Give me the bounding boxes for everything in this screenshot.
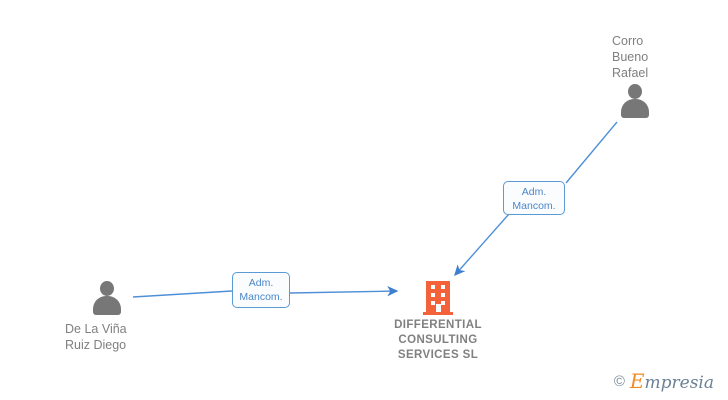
- person-body-shape: [93, 296, 121, 315]
- building-window: [431, 293, 435, 297]
- building-window: [441, 285, 445, 289]
- building-icon: [423, 281, 453, 315]
- building-window: [441, 301, 445, 305]
- person-icon: [88, 281, 126, 315]
- person-head-shape: [628, 84, 642, 99]
- relation-badge-right-line2: Mancom.: [512, 200, 556, 212]
- edge-right-person-to-company: [454, 121, 618, 277]
- person-icon: [616, 84, 654, 118]
- person-right-name-line3: Rafael: [612, 66, 649, 80]
- brand-initial: E: [629, 369, 645, 393]
- edge-left-person-to-company: [132, 286, 399, 298]
- company-name-line1: DIFFERENTIAL: [394, 319, 482, 331]
- relation-badge-left-line1: Adm.: [248, 277, 274, 289]
- building-base-shape: [423, 312, 453, 315]
- brand-rest: mpresia: [644, 373, 715, 393]
- relation-badge-left[interactable]: Adm. Mancom.: [232, 272, 290, 308]
- building-door: [436, 304, 441, 312]
- relation-badge-right[interactable]: Adm. Mancom.: [503, 181, 565, 215]
- brand-wordmark: Empresia: [630, 371, 714, 392]
- person-head-shape: [100, 281, 114, 296]
- node-person-corro-bueno-rafael[interactable]: Corro Bueno Rafael: [612, 33, 654, 118]
- watermark-empresia: © Empresia: [614, 371, 714, 392]
- person-body-shape: [621, 99, 649, 118]
- person-left-name-line2: Ruiz Diego: [65, 338, 127, 352]
- node-company-differential-consulting-services-sl[interactable]: DIFFERENTIAL CONSULTING SERVICES SL: [352, 281, 524, 363]
- relation-badge-left-line2: Mancom.: [239, 291, 283, 303]
- person-right-name-line1: Corro: [612, 34, 644, 48]
- node-person-de-la-vina-ruiz-diego[interactable]: De La Viña Ruiz Diego: [65, 281, 127, 353]
- person-right-name-line2: Bueno: [612, 50, 649, 64]
- company-name-line3: SERVICES SL: [397, 349, 479, 361]
- company-name-line2: CONSULTING: [398, 334, 478, 346]
- relation-badge-right-line1: Adm.: [521, 186, 547, 198]
- building-window: [431, 301, 435, 305]
- building-window: [441, 293, 445, 297]
- copyright-icon: ©: [613, 373, 625, 390]
- person-left-name-line1: De La Viña: [65, 322, 127, 336]
- building-window: [431, 285, 435, 289]
